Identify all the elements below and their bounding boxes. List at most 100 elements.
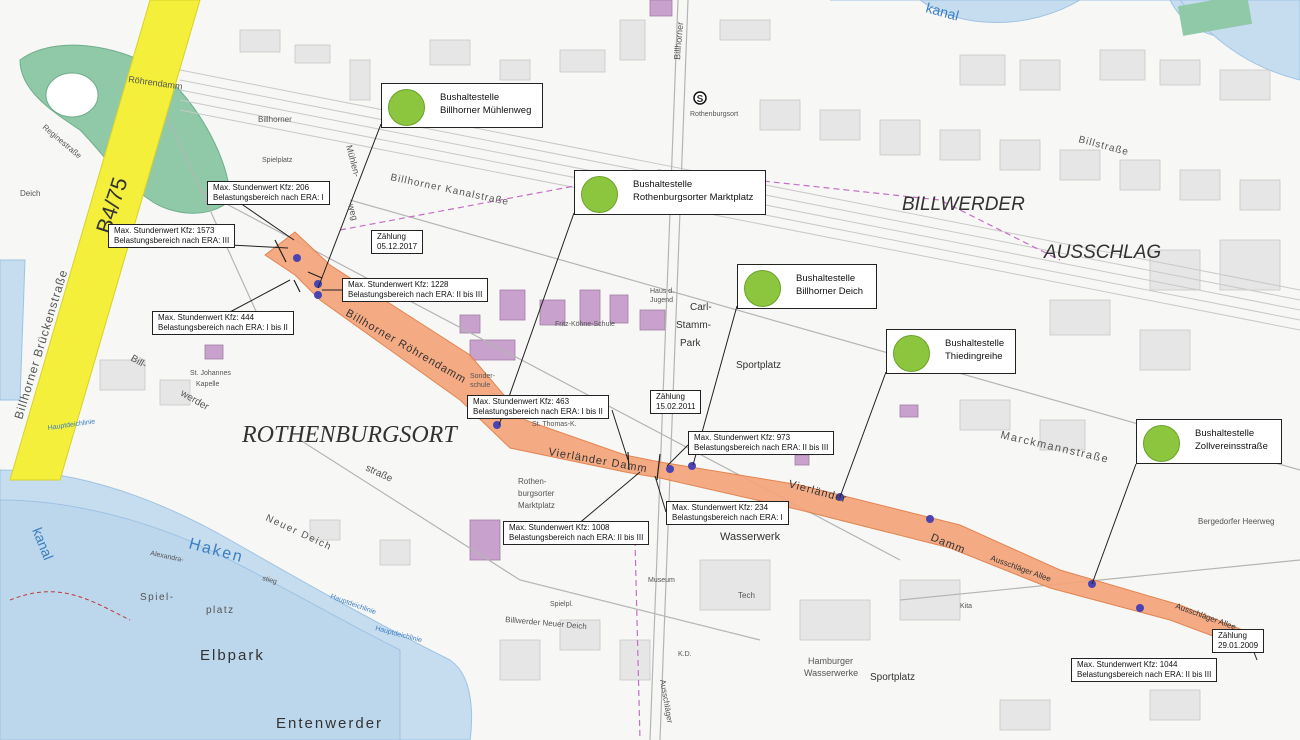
place-label-entenwerder: Entenwerder: [276, 715, 383, 732]
building-block: [559, 619, 601, 651]
measurement-point: [1136, 604, 1144, 612]
leader-line: [1091, 463, 1137, 585]
count-date-value: 29.01.2009: [1218, 641, 1259, 650]
count-section-markers: [274, 239, 661, 481]
building-block: [1149, 689, 1201, 721]
place-label-st-thomas: St. Thomas-K.: [532, 421, 577, 428]
road-label-bergedorfer-heerweg: Bergedorfer Heerweg: [1198, 517, 1274, 526]
traffic-count-callout: Max. Stundenwert Kfz: 1573 Belastungsber…: [108, 224, 236, 248]
traffic-count-callout: Max. Stundenwert Kfz: 1008 Belastungsber…: [503, 521, 650, 545]
bus-stop-callout: Bushaltestelle Rothenburgsorter Marktpla…: [574, 170, 766, 215]
building-block: [294, 44, 331, 64]
highway-b4-75: [9, 0, 201, 481]
traffic-count-value: Max. Stundenwert Kfz: 234: [672, 503, 769, 512]
section-marker: [656, 453, 661, 481]
special-building: [899, 404, 919, 418]
leader-line: [498, 212, 575, 426]
road-label-billhorner-vertical: Billhorner: [672, 21, 685, 60]
place-label-burgsorter: burgsorter: [518, 489, 555, 498]
district-boundary: [634, 539, 641, 740]
place-label-spiel: Spiel-: [140, 592, 175, 603]
bus-stop-callout: Bushaltestelle Zollvereinsstraße: [1136, 419, 1282, 464]
place-label-museum: Museum: [648, 577, 675, 584]
bus-stop-title: Bushaltestelle: [796, 273, 856, 284]
count-date-callout: Zählung 29.01.2009: [1212, 629, 1265, 653]
place-label-haus-d: Haus d.: [650, 288, 674, 295]
traffic-count-value: Max. Stundenwert Kfz: 1573: [114, 226, 215, 235]
building-block: [939, 129, 981, 161]
place-label-marktplatz: Marktplatz: [518, 501, 555, 510]
traffic-count-range: Belastungsbereich nach ERA: II bis III: [1077, 670, 1212, 679]
sbahn-station-icon-letter: S: [697, 94, 704, 105]
building-block: [819, 109, 861, 141]
road-label-weg: weg: [346, 202, 360, 222]
bus-stop-marker-icon: [1143, 425, 1180, 462]
canal-top-right: [919, 0, 1081, 23]
rail-line: [179, 109, 1300, 331]
count-date-callout: Zählung 15.02.2011: [650, 390, 702, 414]
place-label-rothenburgsort-station: Rothenburgsort: [690, 111, 738, 118]
measurement-point: [314, 291, 322, 299]
district-boundary: [339, 169, 1061, 261]
buildings: [99, 19, 1281, 731]
building-block: [559, 49, 606, 73]
count-date-callout: Zählung 05.12.2017: [371, 230, 424, 254]
place-label-hamburger: Hamburger: [808, 656, 853, 666]
road-label-stieg: stieg: [261, 575, 277, 586]
traffic-count-callout: Max. Stundenwert Kfz: 444 Belastungsbere…: [152, 311, 294, 335]
measurement-point: [926, 515, 934, 523]
traffic-count-callout: Max. Stundenwert Kfz: 1228 Belastungsber…: [342, 278, 489, 302]
building-block: [1099, 49, 1146, 81]
left-edge-water: [0, 259, 26, 401]
section-marker: [274, 239, 287, 263]
bus-stop-title: Bushaltestelle: [1195, 428, 1255, 439]
road-label-deich: Deich: [20, 189, 40, 198]
sbahn-station-icon: [693, 91, 707, 105]
place-label-spielplatz-top: Spielplatz: [262, 157, 293, 164]
count-date-label: Zählung: [656, 392, 685, 401]
building-block: [1159, 59, 1201, 86]
place-label-jugend: Jugend: [650, 297, 673, 304]
traffic-count-value: Max. Stundenwert Kfz: 444: [158, 313, 255, 322]
building-block: [379, 539, 411, 566]
building-block: [499, 59, 531, 81]
traffic-count-value: Max. Stundenwert Kfz: 1044: [1077, 660, 1178, 669]
building-block: [1139, 329, 1191, 371]
measurement-point: [293, 254, 301, 262]
section-marker: [627, 451, 630, 471]
special-building: [539, 299, 566, 326]
count-date-label: Zählung: [1218, 631, 1247, 640]
place-label-sportplatz-1: Sportplatz: [736, 360, 781, 371]
leader-line: [611, 409, 629, 461]
place-label-carl: Carl-: [690, 302, 712, 313]
building-block: [719, 19, 771, 41]
special-building: [794, 454, 810, 466]
building-block: [1219, 69, 1271, 101]
leader-line: [654, 475, 667, 513]
special-building: [499, 289, 526, 321]
road-label-billhorner: Billhorner: [258, 115, 292, 124]
special-building: [204, 344, 224, 360]
building-block: [879, 119, 921, 156]
special-buildings: [204, 0, 919, 561]
bus-stop-name: Rothenburgsorter Marktplatz: [633, 192, 754, 203]
special-building: [649, 0, 673, 17]
bus-stop-marker-icon: [388, 89, 425, 126]
bus-stop-marker-icon: [744, 270, 781, 307]
district-label-rothenburgsort: ROTHENBURGSORT: [241, 422, 458, 448]
traffic-count-range: Belastungsbereich nach ERA: I bis II: [473, 407, 603, 416]
traffic-count-range: Belastungsbereich nach ERA: III: [114, 236, 230, 245]
building-block: [429, 39, 471, 66]
measurement-point: [666, 465, 674, 473]
place-label-fritz-koehne-schule: Fritz-Köhne-Schule: [555, 321, 615, 328]
measurement-point: [493, 421, 501, 429]
leader-line: [317, 123, 382, 289]
section-marker: [293, 279, 301, 293]
leader-line: [239, 202, 295, 241]
traffic-count-value: Max. Stundenwert Kfz: 206: [213, 183, 310, 192]
place-label-spielpl: Spielpl.: [550, 601, 573, 608]
building-block: [1019, 59, 1061, 91]
traffic-count-callout: Max. Stundenwert Kfz: 234 Belastungsbere…: [666, 501, 789, 525]
street: [299, 439, 761, 641]
